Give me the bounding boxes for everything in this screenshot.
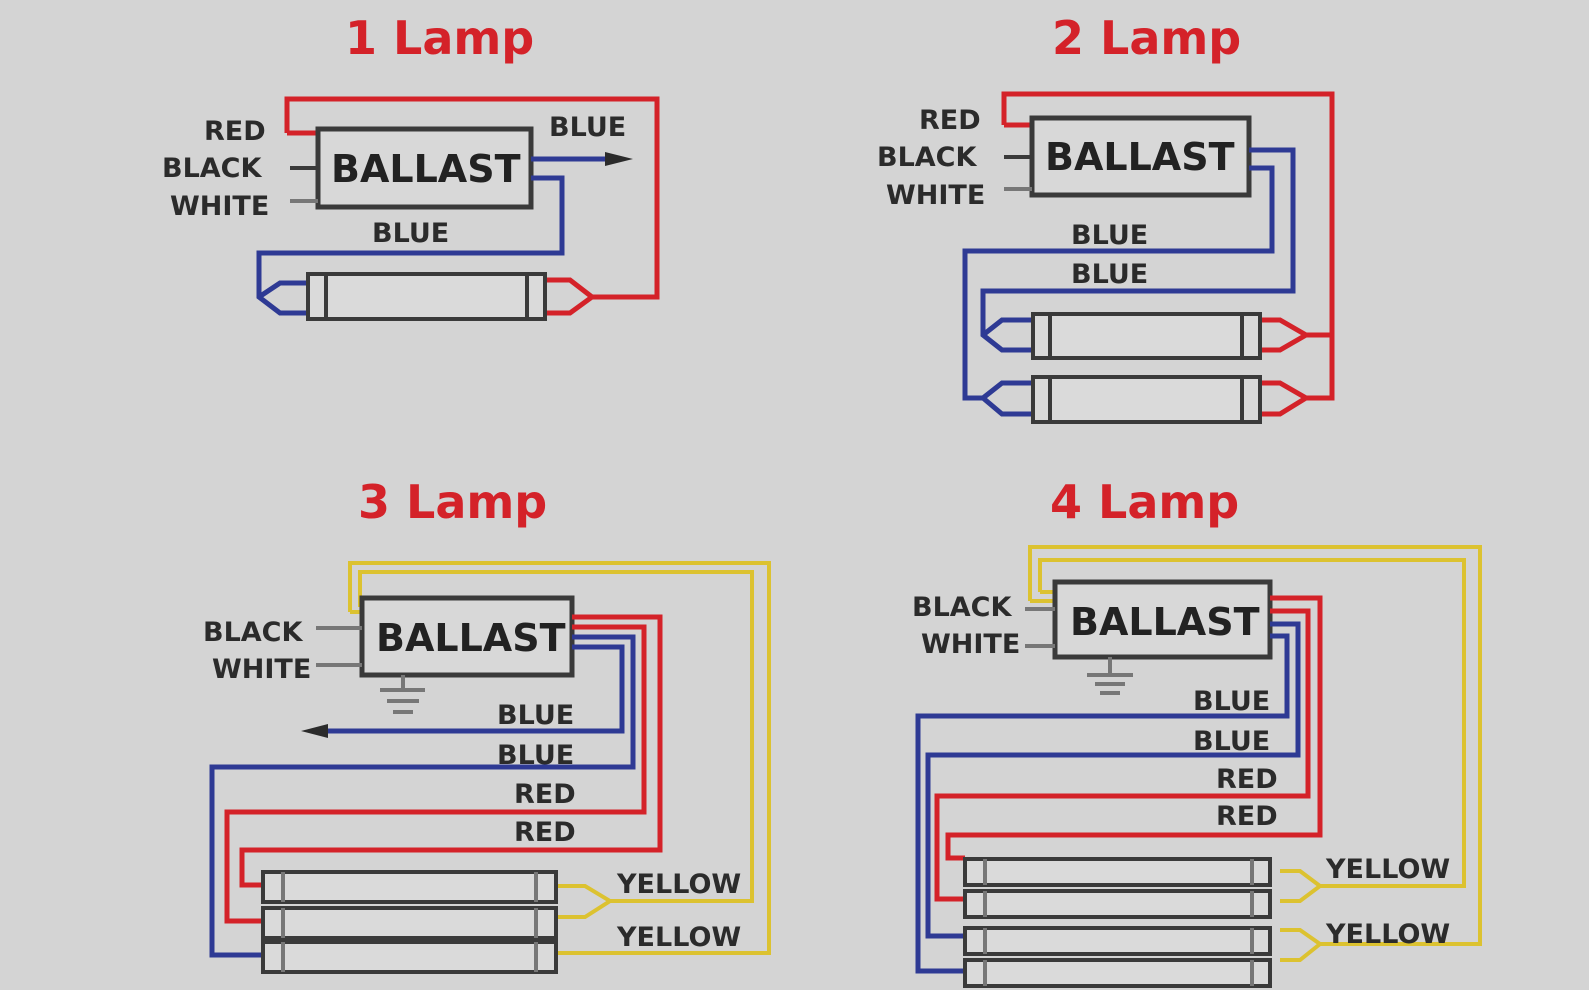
wire-end-arrow-icon [301,724,328,738]
ballast-label: BALLAST [1045,135,1235,179]
wire-label-white: WHITE [921,629,1020,660]
ballast-label: BALLAST [331,147,521,191]
wire-label-blue-2: BLUE [1193,726,1270,757]
lamp-tube [963,958,1272,988]
wire-label-red-2: RED [1216,801,1278,832]
wire-label-black: BLACK [912,592,1012,623]
wire-label-red: RED [514,779,576,810]
ground-icon [1087,657,1133,695]
lamp-tube [963,926,1272,956]
diagram-4-lamp: 4 Lamp BALLAST BLACK WHITE BLUE BLUE RED… [912,475,1482,988]
title-3-lamp: 3 Lamp [358,475,547,529]
wire-label-white: WHITE [886,180,985,211]
wire-label-red-2: RED [514,817,576,848]
ballast-box [315,126,534,210]
lamp-tube [261,906,558,940]
wire-label-blue-2: BLUE [497,740,574,771]
title-4-lamp: 4 Lamp [1050,475,1239,529]
wire-label-blue-2: BLUE [372,218,449,249]
title-1-lamp: 1 Lamp [345,11,534,65]
diagram-3-lamp: 3 Lamp BALLAST BLACK WHITE BLUE BLUE RED… [203,475,771,974]
wire-label-black: BLACK [203,617,303,648]
wire-label-yellow: YELLOW [1325,854,1450,885]
wire-label-blue: BLUE [549,112,626,143]
wire-label-black: BLACK [162,153,262,184]
wire-label-white: WHITE [212,654,311,685]
diagram-1-lamp: 1 Lamp BALLAST RED BLACK WHITE BLUE BLUE [162,11,660,321]
wire-label-yellow-2: YELLOW [616,922,741,953]
wire-end-arrow-icon [605,152,633,166]
wire-label-yellow: YELLOW [616,869,741,900]
title-2-lamp: 2 Lamp [1052,11,1241,65]
lamp-tube [261,940,558,974]
wire-label-blue: BLUE [1193,686,1270,717]
wire-label-red: RED [919,105,981,136]
lamp-tube [306,272,547,321]
ballast-label: BALLAST [376,616,566,660]
ground-icon [380,675,425,714]
lamp-tube [963,889,1272,919]
diagram-2-lamp: 2 Lamp BALLAST RED BLACK WHITE BLUE BLUE [877,11,1335,424]
wire-label-black: BLACK [877,142,977,173]
wire-label-red: RED [204,116,266,147]
lamp-tube [1031,312,1262,360]
wire-label-blue-2: BLUE [1071,259,1148,290]
lamp-tube [963,857,1272,887]
wire-label-white: WHITE [170,191,269,222]
wire-label-red: RED [1216,764,1278,795]
lamp-tube [261,870,558,904]
ballast-label: BALLAST [1070,600,1260,644]
wire-label-yellow-2: YELLOW [1325,919,1450,950]
wire-label-blue: BLUE [1071,220,1148,251]
lamp-tube [1031,375,1262,424]
wire-label-blue: BLUE [497,700,574,731]
red-wire [284,96,660,300]
ballast-box [1052,579,1273,660]
